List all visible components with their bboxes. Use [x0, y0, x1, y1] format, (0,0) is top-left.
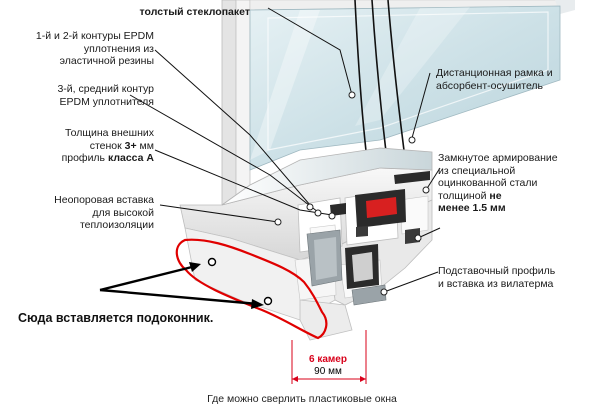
window-frame: [221, 0, 575, 206]
pointer-arrows: [99, 262, 264, 309]
screw-hole-2: [263, 296, 273, 306]
steel-reinforcement: [330, 171, 430, 289]
callout-dots: [274, 91, 430, 296]
chamber-dimension-label: 6 камер 90 мм: [288, 354, 368, 378]
image-caption: Где можно сверлить пластиковые окна: [207, 393, 397, 405]
dimension-marker: [291, 330, 367, 384]
label-neopor-insert: Неопоровая вставка для высокой теплоизол…: [54, 194, 154, 231]
profile-width: 90 мм: [314, 366, 342, 377]
label-epdm-contours-1-2: 1-й и 2-й контуры EPDM уплотнения из эла…: [35, 30, 154, 67]
callout-lines: [129, 7, 441, 293]
label-wall-thickness: Толщина внешних стенок 3+ мм профиль кла…: [61, 127, 154, 164]
label-thick-glass: толстый стеклопакет: [139, 6, 250, 18]
label-spacer-frame: Дистанционная рамка и абсорбент-осушител…: [436, 67, 553, 92]
sill-insertion-note: Сюда вставляется подоконник.: [18, 311, 214, 325]
chamber-count: 6 камер: [309, 354, 347, 365]
glass-unit: [249, 5, 561, 171]
thermal-inserts: [306, 229, 387, 306]
label-epdm-contour-3: 3-й, средний контур EPDM уплотнителя: [57, 83, 154, 108]
drill-zone-outline: [175, 238, 328, 340]
label-reinforcement: Замкнутое армирование из специальной оци…: [438, 152, 558, 214]
label-support-profile: Подставочный профиль и вставка из вилате…: [438, 265, 556, 290]
screw-hole-1: [207, 257, 217, 267]
